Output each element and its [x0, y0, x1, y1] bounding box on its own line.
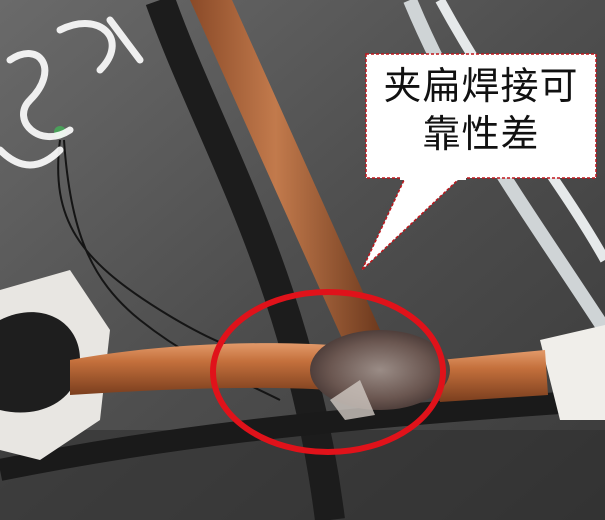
brazed-joint — [310, 330, 450, 410]
callout-joint-mask — [400, 172, 466, 180]
right-insulation — [540, 325, 605, 420]
flux-residue — [330, 380, 375, 420]
dark-hose-lower — [0, 389, 605, 481]
callout-box — [365, 53, 597, 179]
horizontal-copper-pipe — [70, 343, 330, 395]
watermark-glyph — [0, 16, 144, 169]
callout-text: 夹扁焊接可 靠性差 — [370, 62, 592, 158]
vertical-copper-pipe — [190, 0, 380, 345]
callout-line-1: 夹扁焊接可 — [383, 64, 579, 108]
callout-line-2: 靠性差 — [422, 112, 540, 156]
highlight-ring — [210, 289, 446, 455]
left-pipe-end — [0, 312, 80, 413]
right-copper-pipe — [440, 350, 548, 402]
